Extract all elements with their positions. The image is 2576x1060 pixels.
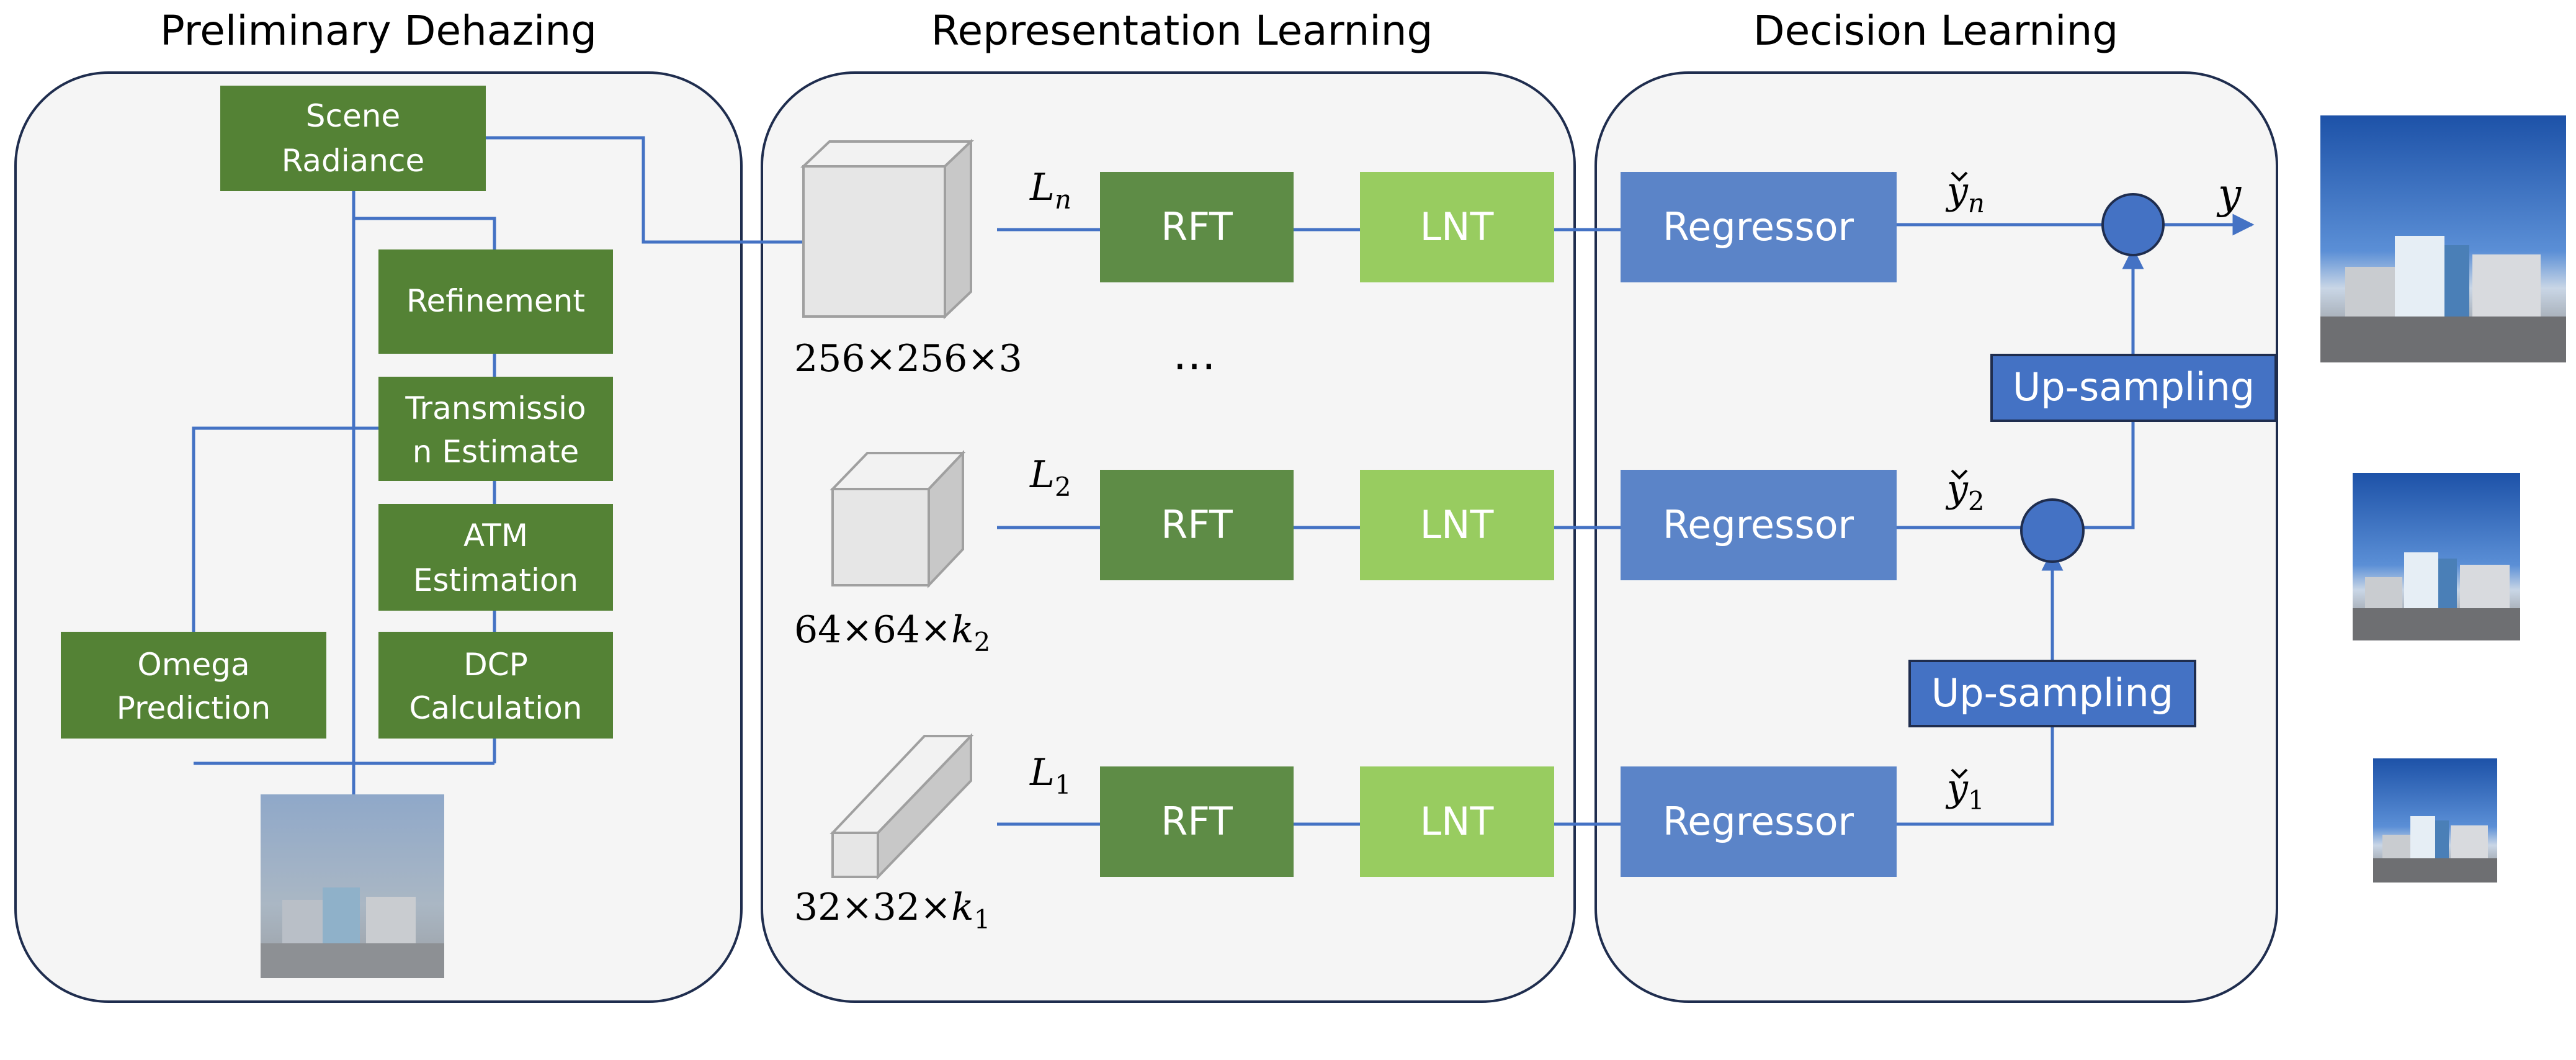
- lnt-label-1: LNT: [1420, 799, 1495, 844]
- atm-box: [378, 504, 613, 611]
- level-symbol-1: L: [1029, 751, 1055, 794]
- level-symbol-2: L: [1029, 453, 1055, 496]
- feature-cube-n: [800, 138, 974, 320]
- ellipsis: …: [1173, 329, 1216, 380]
- upsampling-box-bottom: [1908, 660, 2196, 727]
- section-title-preliminary: Preliminary Dehazing: [160, 7, 597, 55]
- output-image-medium: [2353, 473, 2520, 640]
- scene-radiance-line1: Scene: [306, 98, 400, 134]
- refinement-box: [378, 249, 613, 354]
- dim-label-n: 256×256×3: [794, 337, 1022, 380]
- dim-prefix-2: 64×64×: [794, 608, 951, 652]
- level-symbol-n: L: [1029, 166, 1055, 209]
- regressor-box-1: [1621, 766, 1897, 877]
- upsampling-box-top: [1990, 354, 2277, 422]
- rft-label-n: RFT: [1161, 204, 1233, 249]
- level-label-2: L2: [1029, 453, 1071, 502]
- transmission-line1: Transmissio: [405, 390, 586, 426]
- lnt-label-2: LNT: [1420, 502, 1495, 547]
- rft-box-n: [1100, 172, 1294, 282]
- check-accent-1: [1951, 768, 1968, 779]
- level-sub-2: 2: [1055, 472, 1071, 502]
- decision-connectors: [1897, 213, 2255, 826]
- lnt-box-n: [1360, 172, 1554, 282]
- regressor-label-n: Regressor: [1663, 204, 1854, 249]
- final-output-label: y: [2216, 170, 2242, 218]
- rft-box-1: [1100, 766, 1294, 877]
- scene-radiance-box: [220, 86, 486, 191]
- dim-var-2: k: [951, 608, 973, 652]
- section-title-decision: Decision Learning: [1753, 7, 2119, 55]
- upsampling-label-bottom: Up-sampling: [1931, 670, 2173, 716]
- refinement-label: Refinement: [406, 283, 585, 319]
- output-image-large: [2320, 115, 2566, 362]
- dcp-box: [378, 632, 613, 739]
- dim-var-1: k: [951, 886, 973, 929]
- upsampling-label-top: Up-sampling: [2013, 364, 2255, 410]
- dim-prefix-1: 32×32×: [794, 886, 951, 929]
- regressor-label-2: Regressor: [1663, 502, 1854, 547]
- check-accent-2: [1951, 469, 1968, 480]
- omega-line1: Omega: [137, 647, 249, 683]
- output-image-small: [2373, 758, 2497, 883]
- sum-node-middle: [2020, 498, 2085, 563]
- dim-sub-2: 2: [974, 627, 991, 657]
- dcp-line1: DCP: [463, 647, 528, 683]
- feature-cube-1: [830, 733, 974, 880]
- dim-sub-1: 1: [974, 904, 991, 935]
- feature-cube-2: [830, 449, 966, 589]
- sum-node-top: [2101, 193, 2165, 256]
- regressor-label-1: Regressor: [1663, 799, 1854, 844]
- row-connectors: [997, 228, 1621, 826]
- rft-label-1: RFT: [1161, 799, 1233, 844]
- rft-box-2: [1100, 470, 1294, 580]
- regressor-box-2: [1621, 470, 1897, 580]
- output-sub-n: n: [1968, 188, 1985, 218]
- level-label-n: Ln: [1029, 166, 1071, 215]
- dim-label-2: 64×64×k2: [794, 608, 990, 657]
- atm-line2: Estimation: [413, 562, 578, 598]
- output-sub-1: 1: [1968, 785, 1985, 815]
- level-label-1: L1: [1029, 751, 1071, 800]
- level-sub-1: 1: [1055, 770, 1071, 800]
- lnt-label-n: LNT: [1420, 204, 1495, 249]
- transmission-line2: n Estimate: [413, 434, 579, 470]
- scene-radiance-line2: Radiance: [282, 143, 425, 179]
- omega-box: [61, 632, 326, 739]
- section-title-representation: Representation Learning: [931, 7, 1433, 55]
- omega-line2: Prediction: [117, 690, 271, 726]
- rft-label-2: RFT: [1161, 502, 1233, 547]
- check-accent-n: [1951, 171, 1968, 182]
- lnt-box-1: [1360, 766, 1554, 877]
- hazy-input-image: [261, 794, 444, 978]
- output-label-2: y2: [1945, 467, 1985, 516]
- output-sub-2: 2: [1968, 486, 1985, 516]
- lnt-box-2: [1360, 470, 1554, 580]
- level-sub-n: n: [1055, 184, 1071, 215]
- dim-label-1: 32×32×k1: [794, 886, 990, 935]
- regressor-box-n: [1621, 172, 1897, 282]
- dcp-line2: Calculation: [409, 690, 583, 726]
- transmission-box: [378, 377, 613, 481]
- atm-line1: ATM: [463, 518, 528, 554]
